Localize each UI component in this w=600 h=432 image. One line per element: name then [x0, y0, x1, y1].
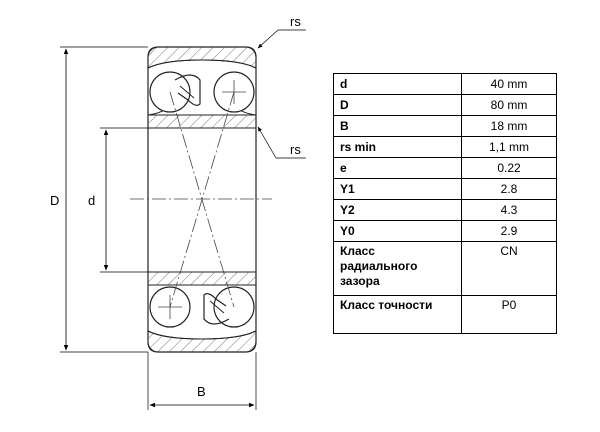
centerlines [130, 91, 272, 308]
table-row: d 40 mm [333, 73, 557, 95]
dimension-D: D [50, 46, 148, 353]
param-cell: B [333, 115, 462, 137]
value-cell: 4.3 [461, 199, 557, 221]
label-D: D [50, 193, 59, 208]
table-row: Y1 2.8 [333, 178, 557, 200]
value-cell: 80 mm [461, 94, 557, 116]
table-row: Класс радиального зазора CN [333, 241, 557, 296]
bottom-ring-section [147, 271, 257, 353]
table-row: D 80 mm [333, 94, 557, 116]
param-cell: Класс точности [333, 295, 462, 334]
param-cell: Y0 [333, 220, 462, 242]
param-cell: e [333, 157, 462, 179]
label-rs-top: rs [290, 14, 301, 29]
value-cell: 18 mm [461, 115, 557, 137]
spec-table: d 40 mm D 80 mm B 18 mm rs min 1,1 mm e … [333, 73, 557, 334]
cage-bottom [203, 293, 230, 325]
dimension-B: B [147, 352, 257, 410]
rs-leader-top: rs [257, 14, 306, 49]
param-cell: Y1 [333, 178, 462, 200]
param-cell: d [333, 73, 462, 95]
table-row: e 0.22 [333, 157, 557, 179]
value-cell: 1,1 mm [461, 136, 557, 158]
param-cell: Класс радиального зазора [333, 241, 462, 296]
value-cell: P0 [461, 295, 557, 334]
value-cell: 2.9 [461, 220, 557, 242]
value-cell: 2.8 [461, 178, 557, 200]
label-B: B [197, 384, 206, 399]
value-cell: CN [461, 241, 557, 296]
label-rs-right: rs [290, 142, 301, 157]
label-d: d [88, 193, 95, 208]
param-cell: Y2 [333, 199, 462, 221]
param-cell: rs min [333, 136, 462, 158]
table-row: Класс точности P0 [333, 295, 557, 334]
dimension-d: d [88, 127, 148, 273]
cage-top [174, 74, 201, 106]
top-ring-section [147, 46, 257, 129]
table-row: Y0 2.9 [333, 220, 557, 242]
rs-leader-right: rs [257, 126, 306, 159]
table-row: rs min 1,1 mm [333, 136, 557, 158]
value-cell: 0.22 [461, 157, 557, 179]
table-row: Y2 4.3 [333, 199, 557, 221]
param-cell: D [333, 94, 462, 116]
table-row: B 18 mm [333, 115, 557, 137]
value-cell: 40 mm [461, 73, 557, 95]
